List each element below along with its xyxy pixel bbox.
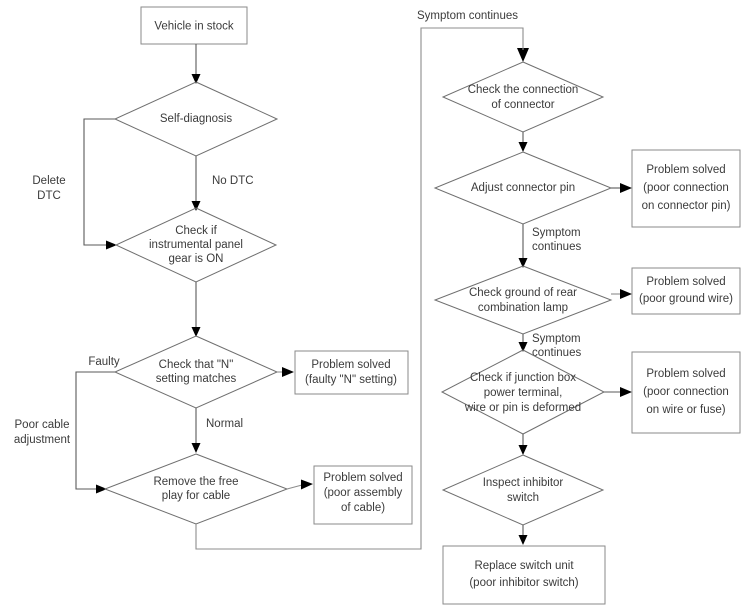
node-check-connection-connector: Check the connection of connector [441,61,605,133]
check-ground-rear-lamp-diamond [433,265,613,335]
vehicle-in-stock-box [140,6,248,45]
problem-solved-n-setting-line1: Problem solved [311,359,390,371]
replace-switch-unit-line2: (poor inhibitor switch) [469,577,578,589]
edge-label-symptom-continues-1-line1: Symptom [532,227,581,239]
check-junction-box-line3: wire or pin is deformed [464,402,581,414]
problem-solved-wire-fuse-line2: (poor connection [643,386,729,398]
edge-label-poor-cable-line1: Poor cable [15,419,70,431]
remove-free-play-diamond [103,453,289,525]
inspect-inhibitor-switch-line2: switch [507,492,539,504]
remove-free-play-line1: Remove the free [153,476,238,488]
vehicle-in-stock-label: Vehicle in stock [154,21,234,33]
edge-label-delete-dtc-line1: Delete [32,175,65,187]
check-n-setting-line1: Check that "N" [159,359,234,371]
node-remove-free-play: Remove the free play for cable [103,453,289,525]
check-instrumental-panel-line1: Check if [175,225,217,237]
edge-delete-dtc-loop: Delete DTC [32,118,117,250]
node-check-n-setting: Check that "N" setting matches [113,335,279,409]
node-check-junction-box: Check if junction box power terminal, wi… [440,349,606,435]
check-connection-connector-diamond [441,61,605,133]
node-problem-solved-ground-wire: Problem solved (poor ground wire) [631,267,741,315]
problem-solved-connector-pin-box [631,149,741,228]
check-connection-connector-line1: Check the connection [468,84,579,96]
problem-solved-cable-line2: (poor assembly [324,487,403,499]
edge-label-poor-cable-line2: adjustment [14,434,71,446]
problem-solved-connector-pin-line1: Problem solved [646,164,725,176]
edge-nsetting-to-removefreeplay: Normal [191,408,243,453]
problem-solved-ground-wire-box [631,267,741,315]
replace-switch-unit-box [442,545,606,605]
problem-solved-n-setting-line2: (faulty "N" setting) [305,374,397,386]
problem-solved-wire-fuse-line3: on wire or fuse) [646,404,725,416]
check-junction-box-line1: Check if junction box [470,372,576,384]
node-problem-solved-wire-fuse: Problem solved (poor connection on wire … [631,351,741,434]
edge-vehicle-to-selfdiagnosis [191,44,201,84]
node-problem-solved-connector-pin: Problem solved (poor connection on conne… [631,149,741,228]
edge-label-symptom-continues-1-line2: continues [532,241,581,253]
node-adjust-connector-pin: Adjust connector pin [433,151,613,225]
remove-free-play-line2: play for cable [162,490,230,502]
check-ground-rear-lamp-line1: Check ground of rear [469,287,577,299]
problem-solved-cable-line3: of cable) [341,502,385,514]
problem-solved-ground-wire-line2: (poor ground wire) [639,293,733,305]
edge-adjustpin-to-checkground: Symptom continues [518,224,581,268]
edge-checkground-to-problem-solved-ground [611,289,632,299]
node-check-instrumental-panel: Check if instrumental panel gear is ON [114,207,278,283]
node-check-ground-rear-lamp: Check ground of rear combination lamp [433,265,613,335]
edge-label-normal: Normal [206,418,243,430]
replace-switch-unit-line1: Replace switch unit [474,560,574,572]
check-n-setting-diamond [113,335,279,409]
edge-junctionbox-to-inspectswitch [518,434,528,455]
edge-label-symptom-continues-top: Symptom continues [417,10,518,22]
edge-symptom-continues-main: Symptom continues [195,10,529,550]
problem-solved-n-setting-box [294,350,409,395]
adjust-connector-pin-label: Adjust connector pin [471,182,575,194]
check-ground-rear-lamp-line2: combination lamp [478,302,568,314]
edge-inspectswitch-to-replaceunit [518,525,528,545]
edge-label-symptom-continues-2-line2: continues [532,347,581,359]
check-instrumental-panel-line2: instrumental panel [149,239,243,251]
node-vehicle-in-stock: Vehicle in stock [140,6,248,45]
check-instrumental-panel-line3: gear is ON [169,253,224,265]
problem-solved-ground-wire-line1: Problem solved [646,276,725,288]
edge-panel-to-nsetting [191,282,201,337]
node-problem-solved-cable: Problem solved (poor assembly of cable) [313,465,413,525]
edge-adjustpin-to-problem-solved-pin [611,183,632,193]
self-diagnosis-label: Self-diagnosis [160,113,232,125]
node-inspect-inhibitor-switch: Inspect inhibitor switch [441,454,605,526]
node-self-diagnosis: Self-diagnosis [113,81,279,157]
edge-checkground-to-junctionbox: Symptom continues [518,333,581,359]
check-junction-box-line2: power terminal, [484,387,563,399]
edge-selfdiagnosis-to-panel: No DTC [191,156,254,211]
edge-junctionbox-to-problem-solved-wire [604,387,632,397]
inspect-inhibitor-switch-diamond [441,454,605,526]
edge-nsetting-to-problem-solved-n [277,367,294,377]
node-replace-switch-unit: Replace switch unit (poor inhibitor swit… [442,545,606,605]
problem-solved-cable-line1: Problem solved [323,472,402,484]
inspect-inhibitor-switch-line1: Inspect inhibitor [483,477,564,489]
check-n-setting-line2: setting matches [156,373,237,385]
edge-label-faulty: Faulty [88,356,120,368]
edge-label-no-dtc: No DTC [212,175,254,187]
edge-faulty-loop: Faulty Poor cable adjustment [14,356,120,494]
edge-connection-to-adjustpin [518,132,528,152]
edge-label-delete-dtc-line2: DTC [37,190,61,202]
problem-solved-cable-box [313,465,413,525]
problem-solved-wire-fuse-line1: Problem solved [646,368,725,380]
problem-solved-connector-pin-line3: on connector pin) [642,200,731,212]
edge-label-symptom-continues-2-line1: Symptom [532,333,581,345]
check-connection-connector-line2: of connector [491,99,554,111]
node-problem-solved-n-setting: Problem solved (faulty "N" setting) [294,350,409,395]
problem-solved-connector-pin-line2: (poor connection [643,182,729,194]
edge-removefreeplay-to-problem-solved-cable [286,479,313,490]
problem-solved-wire-fuse-box [631,351,741,434]
